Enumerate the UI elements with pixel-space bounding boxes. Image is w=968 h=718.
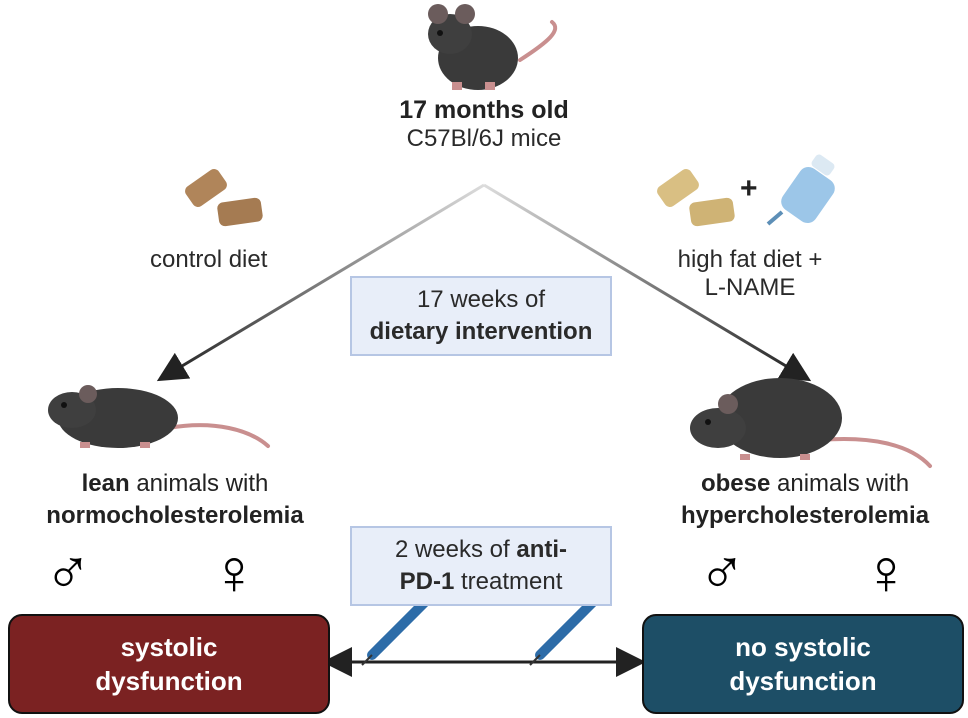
- mouse-top-icon: [428, 4, 558, 90]
- food-pellet-icon: [185, 169, 263, 227]
- cohort-label: 17 months old C57Bl/6J mice: [334, 96, 634, 153]
- lean-word: lean: [81, 470, 130, 497]
- control-diet-label: control diet: [150, 246, 268, 273]
- outcome-left-line2: dysfunction: [95, 666, 243, 696]
- high-fat-diet-line1: high fat diet +: [677, 246, 823, 273]
- water-bottle-icon: [766, 154, 835, 226]
- female-symbol-left: ♀: [210, 536, 258, 608]
- treatment-box: 2 weeks of anti- PD-1 treatment: [350, 526, 612, 606]
- treatment-pre: 2 weeks of: [394, 536, 517, 563]
- outcome-left-line1: systolic: [120, 632, 218, 662]
- high-fat-diet-line2: L-NAME: [704, 274, 796, 301]
- treatment-drug-part1: anti-: [516, 536, 568, 563]
- arrow-right-branch: [483, 183, 812, 382]
- arrow-left-branch: [156, 183, 485, 382]
- male-symbol-right: ♂: [698, 536, 746, 608]
- intervention-line1: 17 weeks of: [416, 286, 546, 313]
- outcome-right-line1: no systolic: [735, 632, 871, 662]
- outcome-no-systolic-dysfunction: no systolic dysfunction: [642, 614, 964, 714]
- high-fat-diet-label: high fat diet + L-NAME: [650, 246, 850, 302]
- obese-condition: hypercholesterolemia: [680, 502, 930, 529]
- intervention-box: 17 weeks of dietary intervention: [350, 276, 612, 356]
- cohort-age: 17 months old: [399, 96, 569, 124]
- intervention-line2: dietary intervention: [369, 318, 593, 345]
- obese-rest: animals with: [770, 470, 910, 497]
- mouse-obese-icon: [690, 378, 932, 468]
- cohort-strain: C57Bl/6J mice: [406, 125, 562, 152]
- obese-group-label: obese animals with hypercholesterolemia: [660, 468, 950, 532]
- high-fat-pellet-icon: [657, 169, 735, 227]
- lean-group-label: lean animals with normocholesterolemia: [40, 468, 310, 532]
- female-symbol-right: ♀: [862, 536, 910, 608]
- lean-rest: animals with: [129, 470, 269, 497]
- obese-word: obese: [700, 470, 771, 497]
- lean-condition: normocholesterolemia: [46, 502, 304, 529]
- treatment-drug-part2: PD-1: [399, 568, 455, 595]
- mouse-lean-icon: [48, 385, 270, 448]
- plus-sign: +: [740, 172, 758, 205]
- treatment-post: treatment: [454, 568, 563, 595]
- male-symbol-left: ♂: [44, 536, 92, 608]
- outcome-systolic-dysfunction: systolic dysfunction: [8, 614, 330, 714]
- outcome-right-line2: dysfunction: [729, 666, 877, 696]
